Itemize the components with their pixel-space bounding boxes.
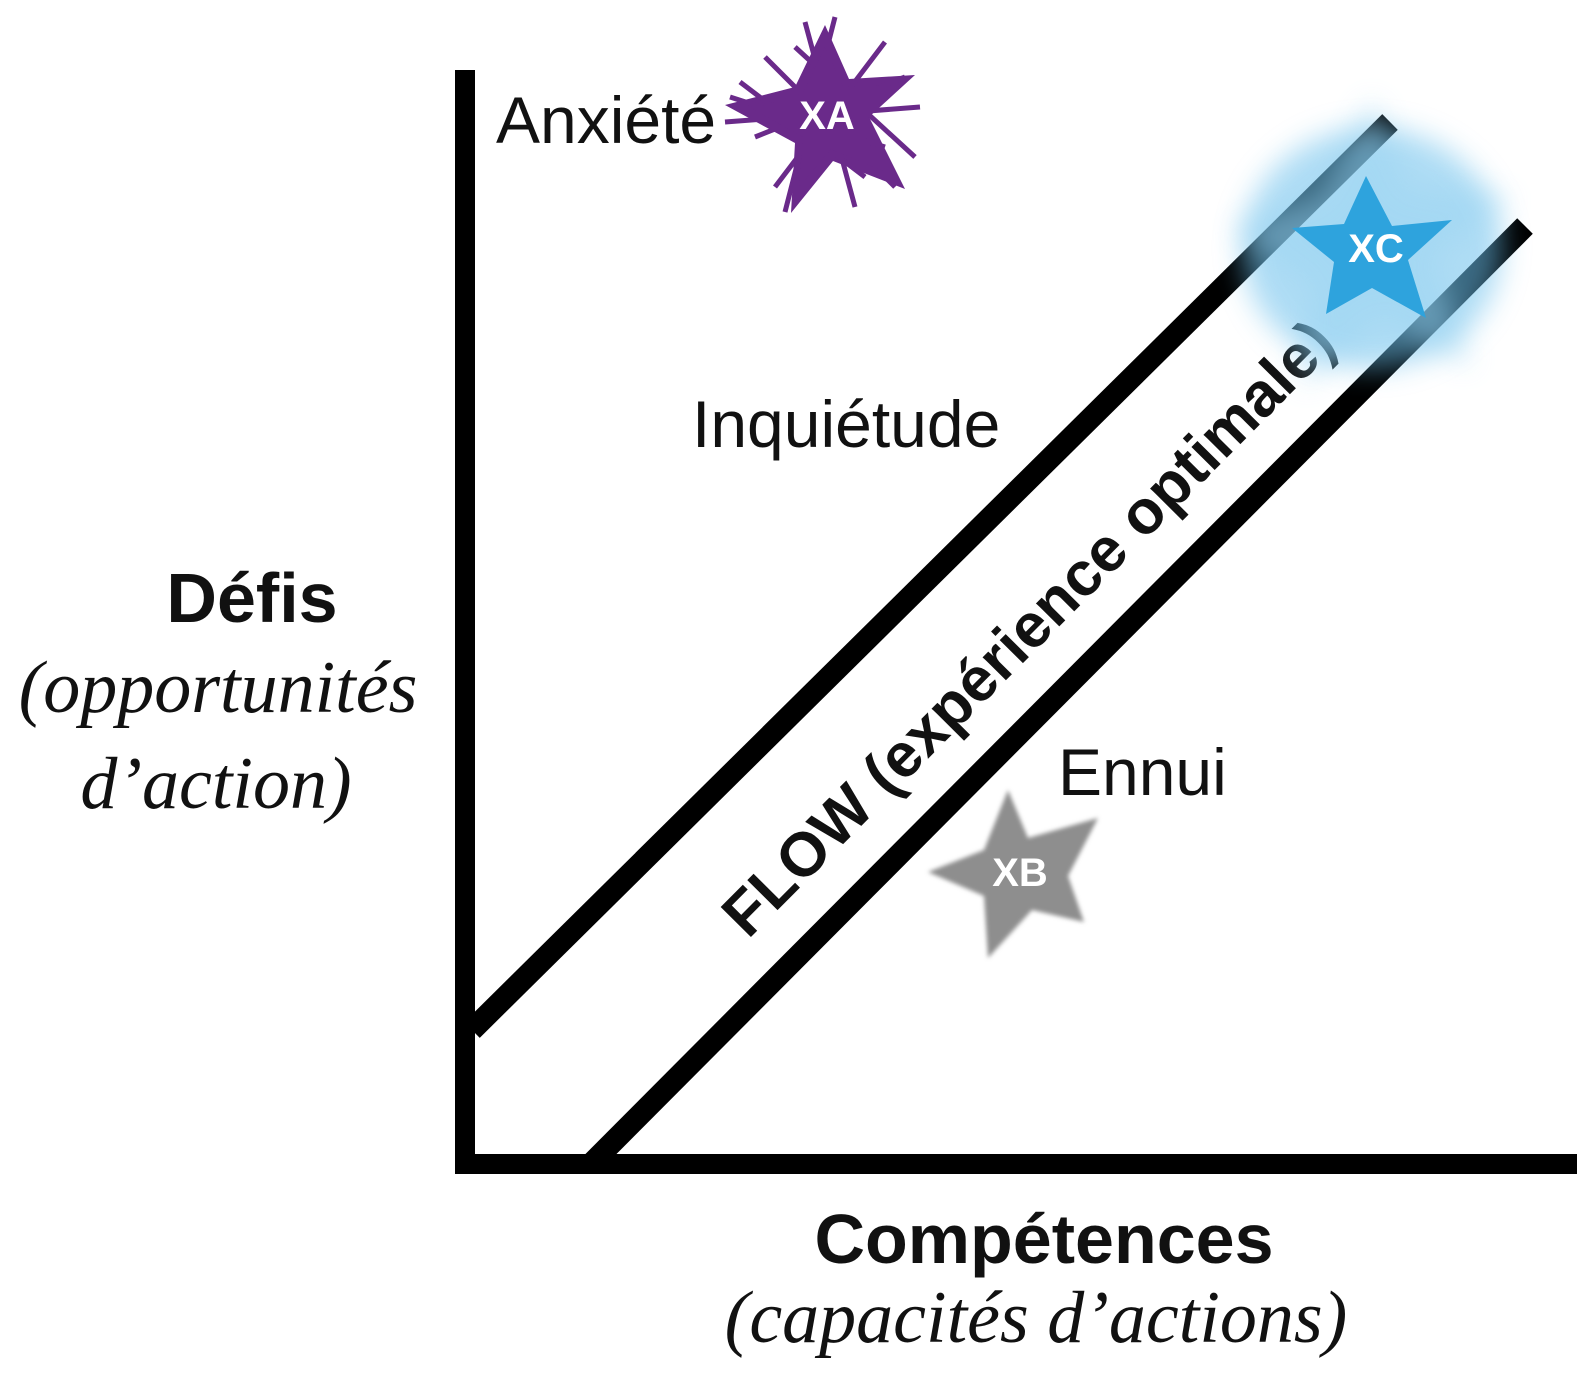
x-axis-subtitle: (capacités d’actions) <box>725 1277 1348 1359</box>
star-icon-xb <box>928 790 1098 958</box>
star-icon-xc <box>1292 176 1452 318</box>
zone-label-worry: Inquiétude <box>692 387 1000 461</box>
x-axis-title: Compétences <box>814 1200 1273 1278</box>
marker-label-xb: XB <box>992 851 1048 895</box>
marker-xa: XA <box>724 16 921 213</box>
flow-upper-boundary <box>464 114 1398 1038</box>
marker-xc: XC <box>1232 98 1512 388</box>
y-axis-subtitle-line2: d’action) <box>80 743 351 825</box>
y-axis-title: Défis <box>166 559 337 637</box>
zone-label-anxiety: Anxiété <box>496 83 716 157</box>
marker-label-xa: XA <box>799 94 855 138</box>
marker-label-xc: XC <box>1348 227 1404 271</box>
zone-label-boredom: Ennui <box>1058 735 1227 809</box>
marker-xb: XB <box>928 790 1098 958</box>
y-axis-subtitle-line1: (opportunités <box>19 647 418 729</box>
flow-lower-boundary <box>585 218 1533 1170</box>
